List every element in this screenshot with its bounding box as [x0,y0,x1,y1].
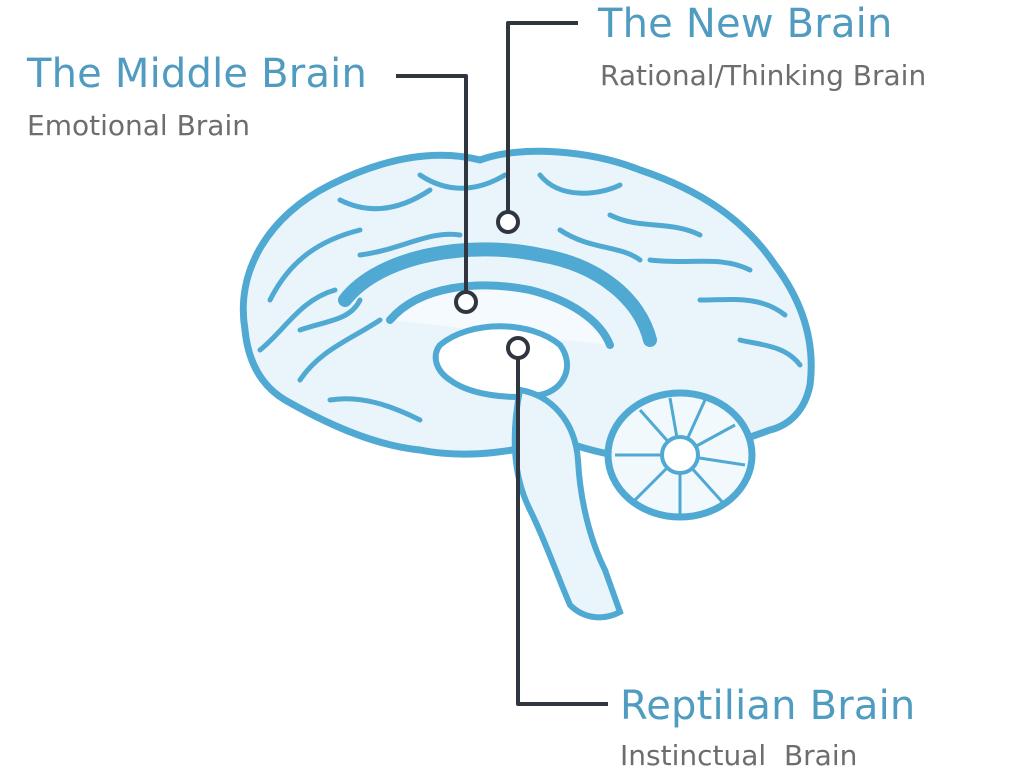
middle-brain-marker [456,292,476,312]
reptilian-brain-title: Reptilian Brain [620,686,915,726]
reptilian-brain-subtitle: Instinctual Brain [620,742,857,770]
new-brain-subtitle: Rational/Thinking Brain [600,62,926,90]
middle-brain-title: The Middle Brain [27,54,367,94]
brain-illustration [243,151,811,617]
new-brain-marker [498,212,518,232]
thalamus [436,326,567,397]
new-brain-title: The New Brain [598,4,893,44]
middle-brain-subtitle: Emotional Brain [27,112,250,140]
reptilian-brain-marker [508,338,528,358]
